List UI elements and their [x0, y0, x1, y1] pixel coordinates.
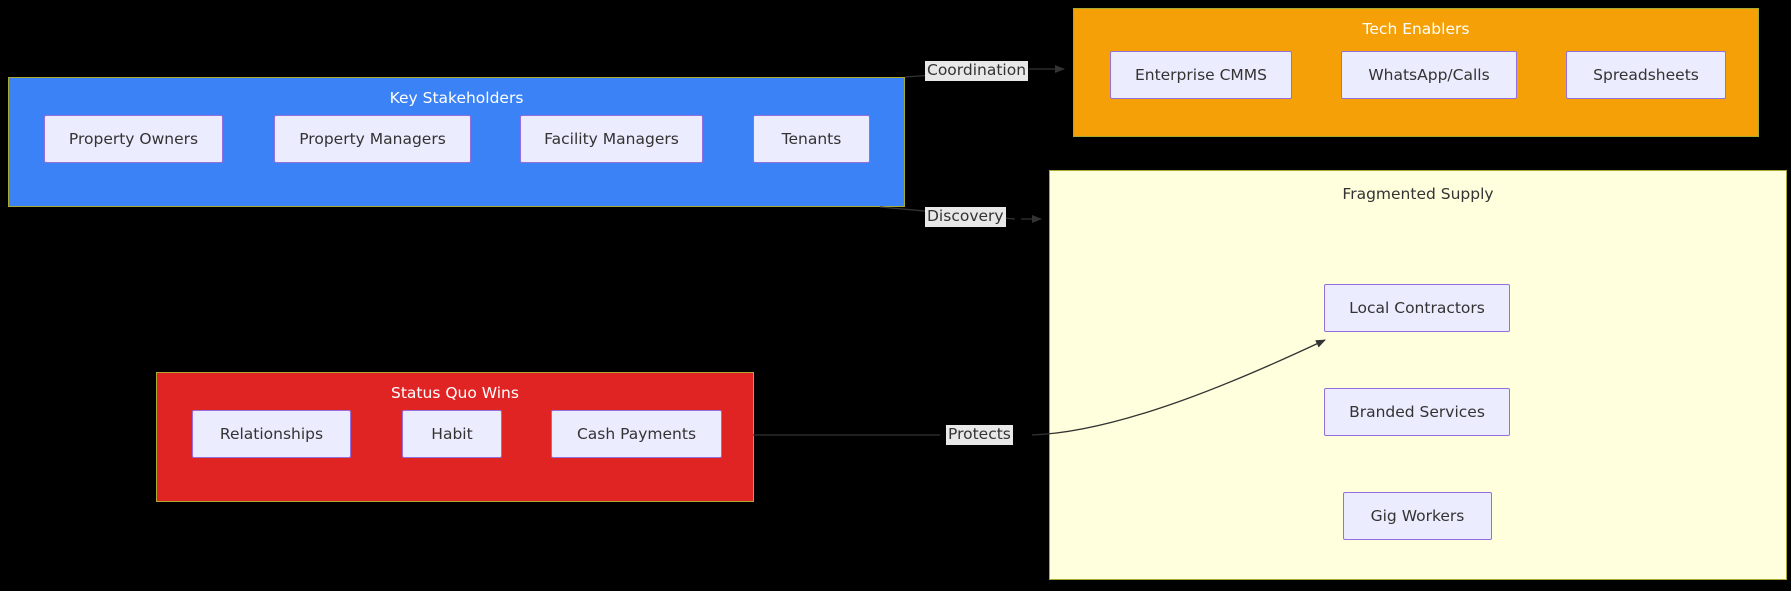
node-relationships[interactable]: Relationships	[192, 410, 351, 458]
node-branded-services[interactable]: Branded Services	[1324, 388, 1510, 436]
node-enterprise-cmms[interactable]: Enterprise CMMS	[1110, 51, 1292, 99]
node-facility-managers[interactable]: Facility Managers	[520, 115, 703, 163]
node-local-contractors[interactable]: Local Contractors	[1324, 284, 1510, 332]
node-cash-payments[interactable]: Cash Payments	[551, 410, 722, 458]
edge-label-protects: Protects	[946, 425, 1013, 445]
edge-label-coordination: Coordination	[925, 61, 1029, 81]
cluster-title-tech-enablers: Tech Enablers	[1362, 20, 1470, 38]
node-habit[interactable]: Habit	[402, 410, 502, 458]
cluster-title-status-quo-wins: Status Quo Wins	[391, 384, 519, 402]
node-tenants[interactable]: Tenants	[753, 115, 870, 163]
cluster-title-fragmented-supply: Fragmented Supply	[1342, 185, 1494, 203]
node-property-managers[interactable]: Property Managers	[274, 115, 471, 163]
node-property-owners[interactable]: Property Owners	[44, 115, 223, 163]
node-spreadsheets[interactable]: Spreadsheets	[1566, 51, 1726, 99]
node-gig-workers[interactable]: Gig Workers	[1343, 492, 1492, 540]
edge-label-discovery: Discovery	[925, 207, 1006, 227]
node-whatsapp-calls[interactable]: WhatsApp/Calls	[1341, 51, 1517, 99]
cluster-title-key-stakeholders: Key Stakeholders	[389, 89, 524, 107]
